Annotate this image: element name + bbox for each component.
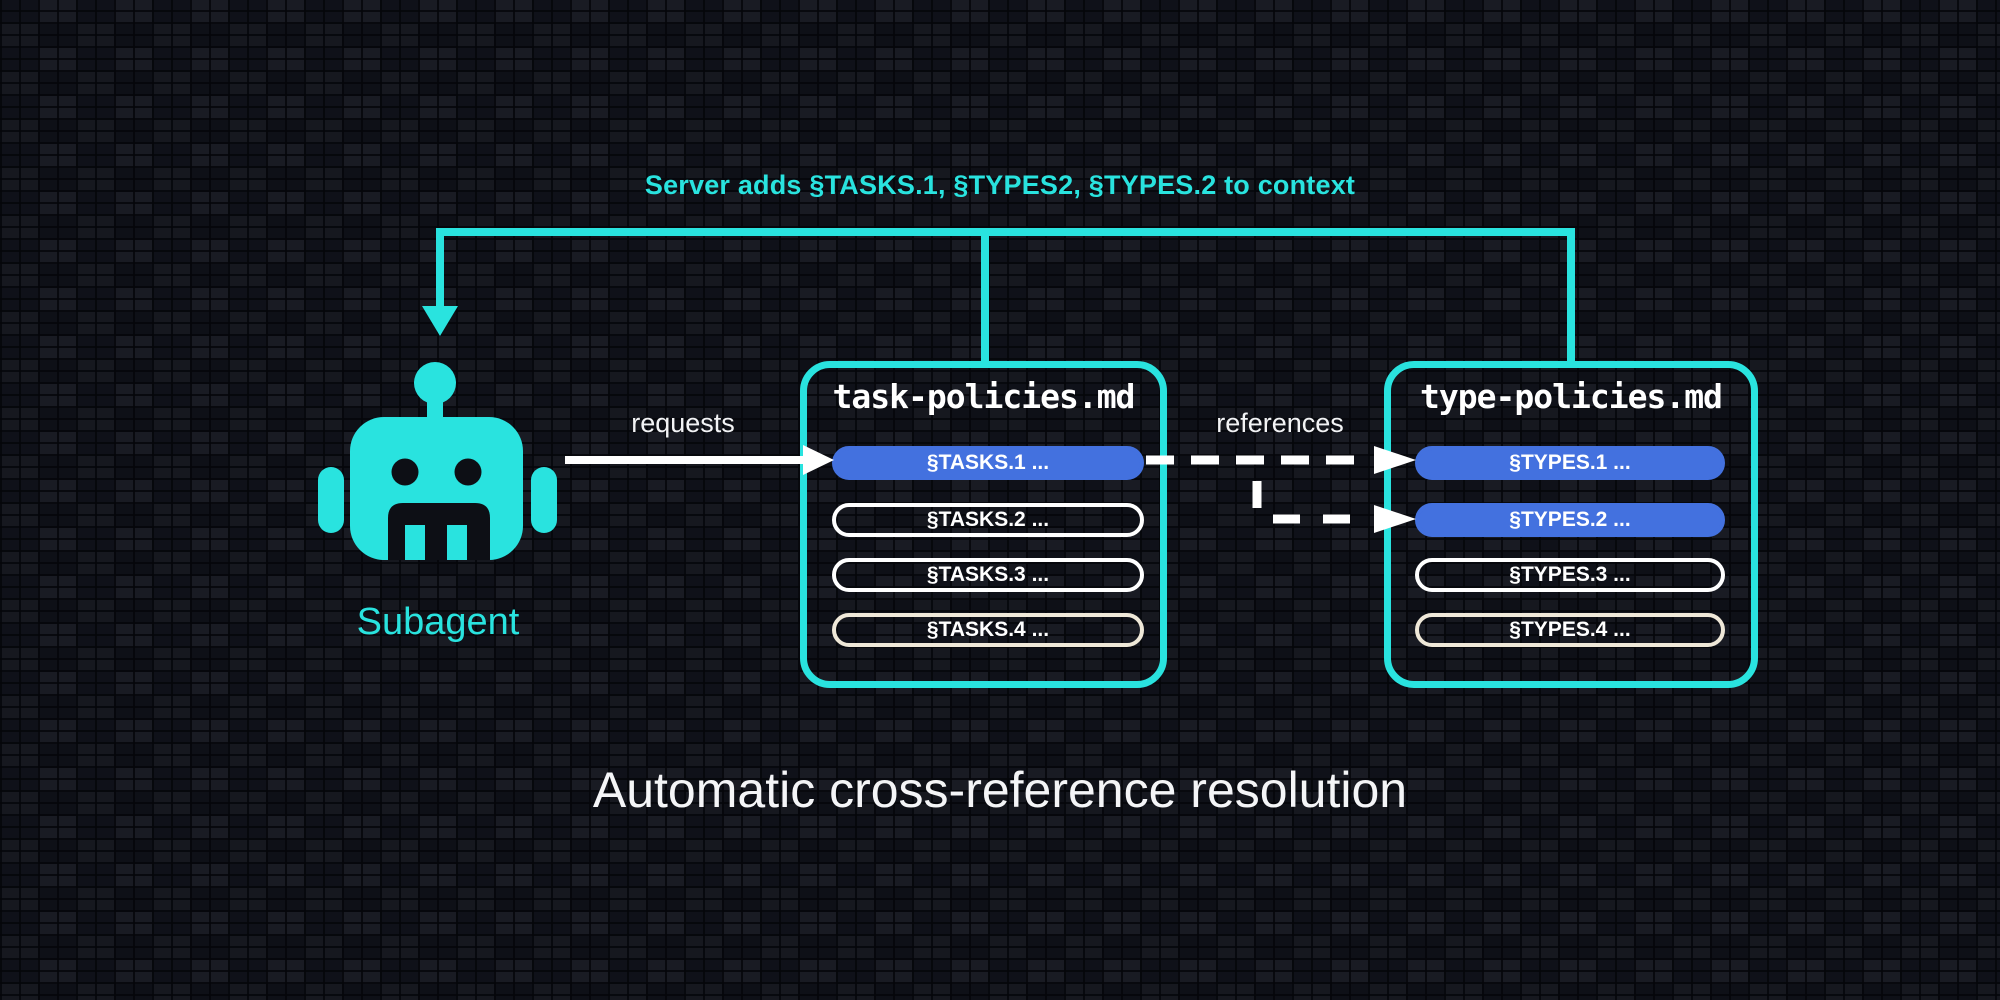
section-row-types-4: §TYPES.4 ...: [1415, 613, 1725, 647]
type-policies-box: type-policies.md §TYPES.1 ... §TYPES.2 .…: [1384, 361, 1758, 688]
task-policies-title: task-policies.md: [832, 377, 1136, 416]
requests-label: requests: [631, 408, 735, 438]
section-row-types-2: §TYPES.2 ...: [1415, 503, 1725, 537]
requests-arrowhead-icon: [803, 445, 834, 475]
subagent-figure: [318, 360, 558, 560]
section-row-types-1: §TYPES.1 ...: [1415, 446, 1725, 480]
feedback-arrowhead-icon: [422, 306, 458, 336]
section-row-tasks-1: §TASKS.1 ...: [832, 446, 1144, 480]
type-policies-title: type-policies.md: [1420, 377, 1723, 416]
references-label: references: [1216, 408, 1344, 438]
diagram-caption: Automatic cross-reference resolution: [592, 762, 1408, 818]
references-arrowhead-icon-2: [1374, 505, 1416, 533]
section-row-types-3: §TYPES.3 ...: [1415, 558, 1725, 592]
feedback-connector-line: [436, 228, 1575, 361]
server-context-annotation: Server adds §TASKS.1, §TYPES2, §TYPES.2 …: [644, 170, 1356, 200]
section-row-tasks-3: §TASKS.3 ...: [832, 558, 1144, 592]
section-row-tasks-2: §TASKS.2 ...: [832, 503, 1144, 537]
subagent-label: Subagent: [356, 601, 520, 643]
robot-icon: [318, 362, 557, 560]
task-policies-box: task-policies.md §TASKS.1 ... §TASKS.2 .…: [800, 361, 1167, 688]
references-arrowhead-icon-1: [1374, 446, 1416, 474]
section-row-tasks-4: §TASKS.4 ...: [832, 613, 1144, 647]
